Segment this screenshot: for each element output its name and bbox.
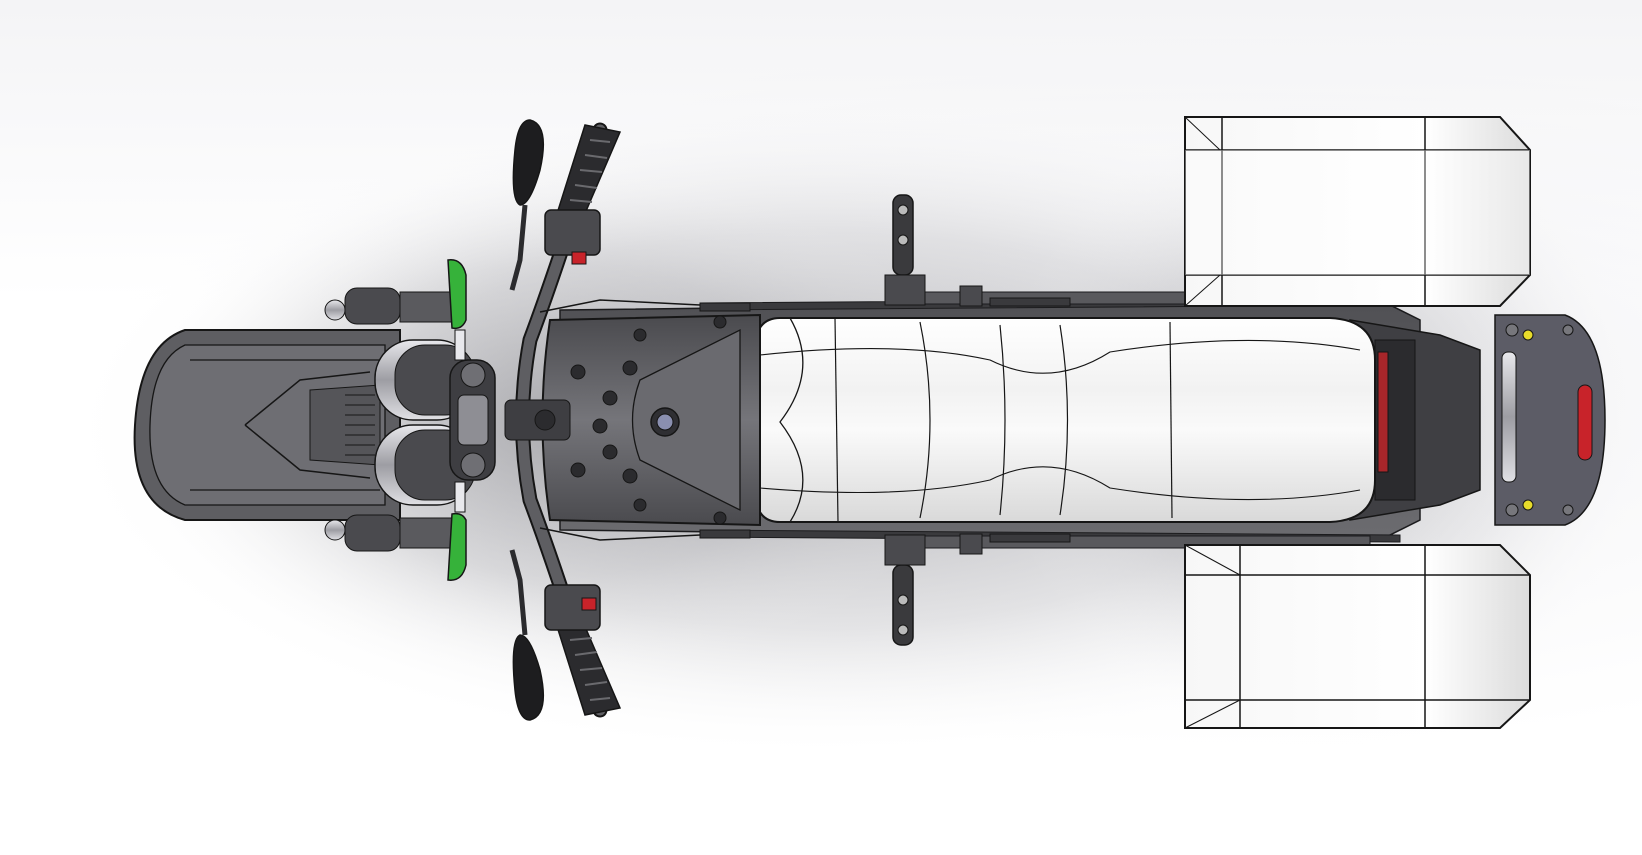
pannier-right[interactable]: [1184, 544, 1531, 729]
pannier-left[interactable]: [1184, 116, 1531, 307]
footpeg-left: [884, 194, 926, 306]
tank-bolts: [570, 315, 727, 525]
seat[interactable]: [754, 317, 1376, 523]
mirror-left: [509, 119, 545, 291]
mirror-right: [509, 549, 545, 721]
turn-signal-right: [447, 481, 467, 581]
switchgear-right: [544, 584, 601, 631]
frame-details: [539, 285, 1071, 555]
fuel-tank[interactable]: [541, 313, 761, 527]
turn-signal-left: [447, 259, 467, 361]
license-plate-holder: [1494, 314, 1606, 526]
switchgear-left: [544, 209, 601, 265]
tail-section: [1349, 319, 1481, 521]
instrument-cluster: [449, 359, 496, 481]
footpeg-right: [884, 534, 926, 646]
front-cowl[interactable]: [133, 329, 401, 521]
